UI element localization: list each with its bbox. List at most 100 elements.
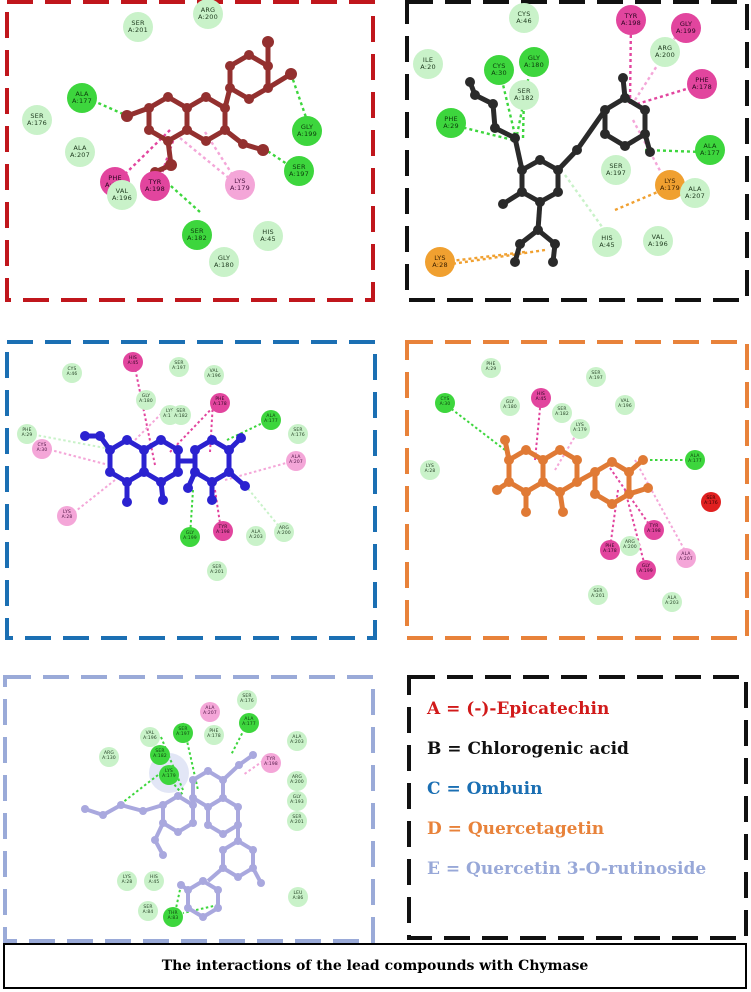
residue-number: A:196 — [618, 404, 632, 409]
residue-number: A:197 — [172, 366, 186, 371]
residue-name: PHE — [108, 174, 122, 183]
residue-number: A:198 — [264, 762, 278, 767]
residue-number: A:177 — [264, 419, 278, 424]
ligand-d-structure — [444, 397, 695, 571]
residue-number: A:207 — [70, 151, 90, 159]
residue-number: A:207 — [679, 557, 693, 562]
residue-number: A:179 — [660, 184, 680, 192]
residue-name: SER — [30, 112, 44, 121]
residue-number: A:178 — [213, 402, 227, 407]
residue-name: THR — [168, 911, 178, 917]
residue-name: SER — [212, 565, 222, 571]
residue-number: A:180 — [524, 61, 544, 69]
residue-name: ALA — [244, 717, 254, 723]
residue-name: HIS — [150, 875, 158, 881]
residue-number: A:45 — [127, 361, 139, 366]
residue-name: LYS — [63, 510, 71, 516]
residue-name: SER — [593, 589, 603, 595]
residue-name: ALA — [75, 90, 89, 99]
residue-number: A:177 — [242, 722, 256, 727]
residue-number: A:177 — [688, 459, 702, 464]
residue-name: LYS — [165, 769, 173, 775]
residue-name: ARG — [200, 6, 216, 15]
residue-name: ALA — [688, 185, 702, 194]
residue-number: A:45 — [148, 880, 160, 885]
residue-number: A:207 — [685, 192, 705, 200]
residue-name: SER — [292, 163, 306, 172]
residue-name: ALA — [73, 144, 87, 153]
figure-caption: The interactions of the lead compounds w… — [3, 943, 747, 989]
residue-name: SER — [609, 162, 623, 171]
legend-item-c: C = Ombuin — [427, 779, 543, 799]
residue-name: SER — [190, 227, 204, 236]
residue-number: A:45 — [260, 235, 276, 243]
residue-number: A:196 — [648, 240, 668, 248]
residue-number: A:83 — [167, 916, 179, 921]
residue-name: ALA — [667, 596, 677, 602]
residue-name: PHE — [209, 729, 219, 735]
residue-number: A:182 — [174, 414, 188, 419]
residue-name: VAL — [651, 233, 665, 242]
residue-name: LYS — [123, 875, 131, 881]
legend-box: A = (-)-Epicatechin B = Chlorogenic acid… — [407, 675, 748, 940]
residue-number: A:200 — [655, 51, 675, 59]
residue-number: A:179 — [573, 428, 587, 433]
residue-number: A:45 — [599, 241, 615, 249]
residue-number: A:180 — [503, 405, 517, 410]
residue-number: A:199 — [639, 569, 653, 574]
residue-number: A:197 — [289, 170, 309, 178]
residue-number: A:198 — [216, 530, 230, 535]
residue-name: GLY — [217, 254, 231, 263]
residue-name: SER — [557, 407, 567, 413]
residue-number: A:178 — [692, 83, 712, 91]
residue-name: SER — [131, 19, 145, 28]
residue-name: CYS — [440, 397, 450, 403]
residue-name: PHE — [695, 76, 709, 85]
residue-name: VAL — [115, 187, 129, 196]
residue-name: CYS — [37, 443, 47, 449]
residue-number: A:196 — [207, 374, 221, 379]
residue-name: ALA — [292, 735, 302, 741]
residue-number: A:198 — [621, 19, 641, 27]
residue-number: A:207 — [203, 711, 217, 716]
